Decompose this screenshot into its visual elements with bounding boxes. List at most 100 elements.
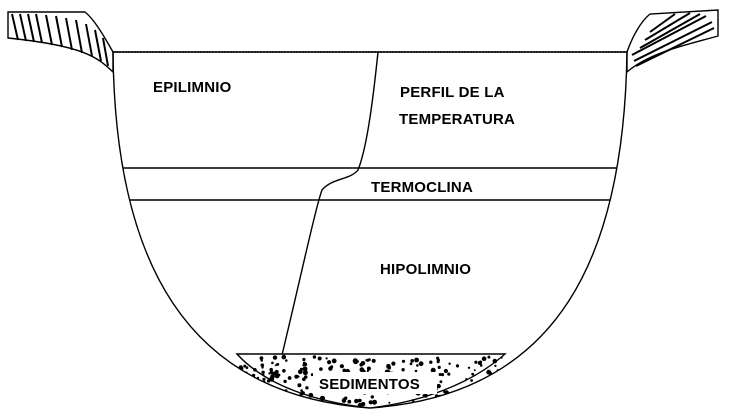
sediment-particle <box>437 365 441 369</box>
sediment-particle <box>303 362 308 367</box>
sediment-particle <box>494 364 497 368</box>
left-bank <box>7 11 114 74</box>
sediment-particle <box>308 392 314 398</box>
sediment-particle <box>283 379 287 384</box>
sediment-particle <box>481 356 487 362</box>
sediment-particle <box>459 395 464 400</box>
sediment-particle <box>265 399 268 403</box>
sediment-particle <box>434 400 440 405</box>
label-hipolimnio: HIPOLIMNIO <box>380 261 471 278</box>
sediment-particle <box>423 393 428 398</box>
sediment-particle <box>447 372 451 376</box>
sediment-particle <box>352 358 358 364</box>
sediment-particle <box>285 359 288 362</box>
sediment-particle <box>388 401 391 404</box>
sediment-particle <box>251 373 256 378</box>
sediment-particle <box>269 370 274 375</box>
sediment-particle <box>471 372 475 376</box>
sediment-particle <box>466 388 469 391</box>
sediment-particle <box>456 398 459 401</box>
sediment-particle <box>475 389 480 394</box>
sediment-particle <box>487 355 491 359</box>
sediment-particle <box>297 383 302 388</box>
sediment-particle <box>496 378 502 384</box>
sediment-particle <box>277 373 281 377</box>
sediment-particle <box>264 392 268 395</box>
sediment-particle <box>465 378 468 381</box>
sediment-particle <box>470 379 473 382</box>
sediment-particle <box>370 395 374 399</box>
sediment-particle <box>259 401 263 405</box>
sediment-particle <box>467 366 471 369</box>
sediment-particle <box>401 368 405 372</box>
sediment-particle <box>259 356 264 360</box>
sediment-particle <box>327 360 332 365</box>
sediment-particle <box>486 395 490 399</box>
sediment-particle <box>281 354 287 360</box>
sediment-particle <box>287 376 292 380</box>
sediment-particle <box>470 402 474 406</box>
sediment-particle <box>250 401 256 407</box>
sediment-particle <box>298 370 302 374</box>
sediment-particle <box>443 368 448 374</box>
sediment-particle <box>423 405 426 407</box>
sediment-particle <box>436 360 440 364</box>
sediment-particle <box>243 395 245 398</box>
sediment-particle <box>245 366 249 369</box>
sediment-particle <box>272 395 278 400</box>
sediment-particle <box>498 388 501 392</box>
sediment-particle <box>414 357 419 363</box>
sediment-particle <box>360 401 366 407</box>
sediment-particle <box>339 364 344 369</box>
sediment-particle <box>416 364 419 367</box>
sediment-particle <box>261 370 265 374</box>
lake-basin <box>112 51 628 409</box>
sediment-particle <box>371 358 376 363</box>
sediment-particle <box>270 391 276 396</box>
sediment-particle <box>306 386 309 390</box>
sediment-particle <box>246 382 250 386</box>
sediment-particle <box>262 386 268 392</box>
sediment-particle <box>319 395 325 401</box>
temperature-profile-curve <box>281 51 379 356</box>
label-sedimentos: SEDIMENTOS <box>319 376 420 393</box>
sediment-particle <box>330 365 334 369</box>
sediment-particle <box>490 394 496 400</box>
sediment-particle <box>278 390 283 395</box>
sediment-particle <box>486 369 492 375</box>
right-bank <box>626 9 719 74</box>
sediment-particle <box>481 386 487 392</box>
sediment-particle <box>260 359 264 362</box>
sediment-particle <box>497 386 502 392</box>
label-perfil-line1: PERFIL DE LA <box>400 84 505 101</box>
sediment-particle <box>500 356 503 359</box>
label-termoclina: TERMOCLINA <box>371 179 473 196</box>
sediment-particle <box>477 360 482 365</box>
sediment-particle <box>258 399 263 403</box>
sediment-particle <box>487 385 490 388</box>
sediment-particle <box>269 399 274 404</box>
sediment-particle <box>496 377 500 381</box>
sediment-particle <box>297 375 300 378</box>
sediment-particle <box>411 399 415 402</box>
sediment-particle <box>240 375 244 380</box>
label-epilimnio: EPILIMNIO <box>153 79 232 96</box>
sediment-particle <box>477 382 480 385</box>
sediment-particle <box>262 373 265 376</box>
sediment-particle <box>473 369 476 372</box>
sediment-particle <box>239 386 243 390</box>
sediment-particle <box>300 391 305 396</box>
sedimentos-label-background <box>313 372 437 394</box>
sediment-particle <box>414 369 418 373</box>
sediment-particle <box>490 386 494 389</box>
sediment-particle <box>429 360 433 364</box>
sediment-particle <box>271 361 274 365</box>
sediment-particle <box>490 381 493 384</box>
sediment-particle <box>263 392 267 395</box>
sediment-particle <box>445 405 448 408</box>
sediment-particle <box>438 373 442 376</box>
sediment-particle <box>492 400 496 404</box>
sediment-particle <box>325 357 328 360</box>
sediment-particle <box>492 358 498 364</box>
